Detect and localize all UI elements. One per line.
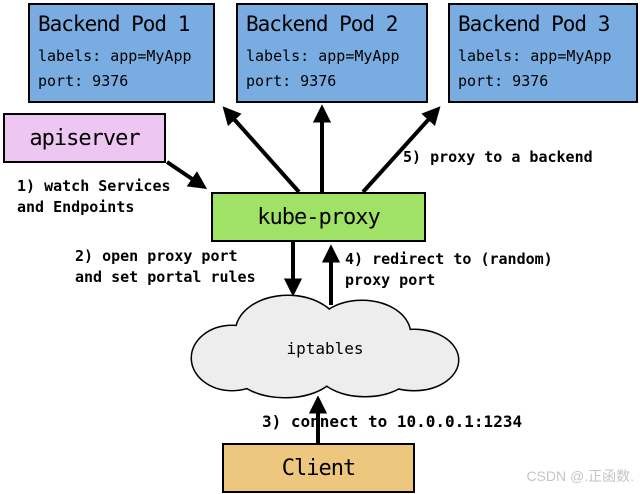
annotation-step2: 2) open proxy port and set portal rules bbox=[75, 247, 256, 286]
pod-1-title: Backend Pod 1 bbox=[38, 12, 190, 36]
client-label: Client bbox=[281, 455, 356, 481]
arrow-proxy-to-pod1 bbox=[222, 106, 301, 194]
annotation-step5: 5) proxy to a backend bbox=[403, 148, 593, 166]
iptables-cloud-fill bbox=[192, 296, 458, 397]
pod-2-port: port: 9376 bbox=[246, 72, 337, 90]
apiserver-node: apiserver bbox=[3, 113, 166, 163]
annotation-step4: 4) redirect to (random) proxy port bbox=[345, 250, 553, 289]
arrow-watch-services bbox=[165, 160, 208, 190]
annotation-step1: 1) watch Services and Endpoints bbox=[17, 177, 171, 216]
pod-3-labels: labels: app=MyApp bbox=[458, 47, 612, 65]
arrow-proxy-to-pod3 bbox=[361, 106, 441, 194]
pod-2-labels: labels: app=MyApp bbox=[246, 47, 400, 65]
pod-2-title: Backend Pod 2 bbox=[246, 12, 398, 36]
pod-1-labels: labels: app=MyApp bbox=[38, 47, 192, 65]
client-node: Client bbox=[222, 443, 415, 493]
csdn-watermark: CSDN @.正函数. bbox=[526, 468, 634, 484]
apiserver-label: apiserver bbox=[29, 125, 140, 151]
backend-pod-1: Backend Pod 1 labels: app=MyApp port: 93… bbox=[28, 3, 215, 103]
backend-pod-2: Backend Pod 2 labels: app=MyApp port: 93… bbox=[236, 3, 428, 103]
pod-3-port: port: 9376 bbox=[458, 72, 549, 90]
kube-proxy-label: kube-proxy bbox=[257, 204, 380, 230]
backend-pod-3: Backend Pod 3 labels: app=MyApp port: 93… bbox=[448, 3, 638, 103]
iptables-label: iptables bbox=[286, 339, 364, 358]
annotation-step3: 3) connect to 10.0.0.1:1234 bbox=[262, 412, 523, 431]
kube-proxy-node: kube-proxy bbox=[211, 192, 426, 242]
pod-3-title: Backend Pod 3 bbox=[458, 12, 610, 36]
pod-1-port: port: 9376 bbox=[38, 72, 129, 90]
